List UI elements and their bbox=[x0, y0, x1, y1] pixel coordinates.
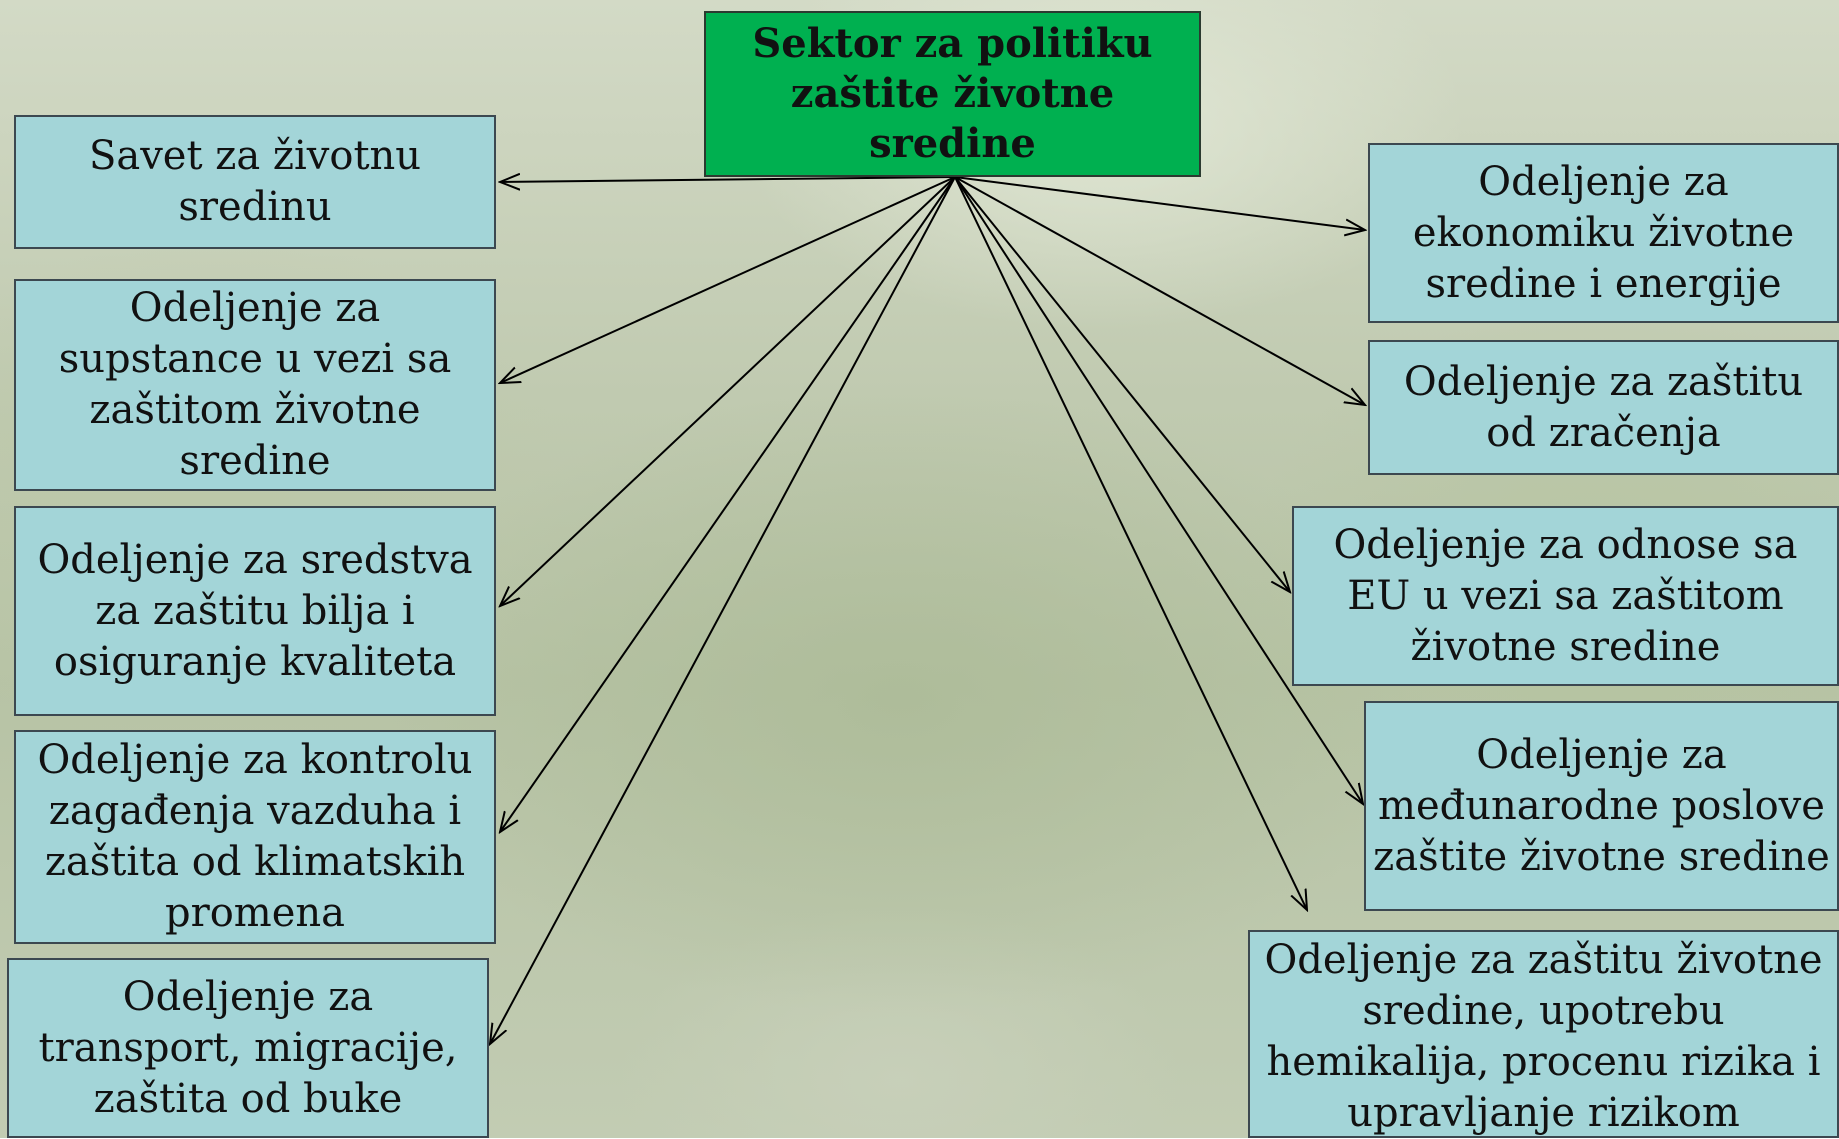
arrow-to-supstance bbox=[500, 176, 956, 383]
node-kontrola-label: Odeljenje za kontrolu zagađenja vazduha … bbox=[37, 737, 473, 936]
node-zracenje: Odeljenje za zaštitu od zračenja bbox=[1368, 340, 1839, 475]
node-eu: Odeljenje za odnose sa EU u vezi sa zašt… bbox=[1292, 506, 1839, 686]
arrow-to-sredstva bbox=[500, 176, 956, 606]
node-medjunarodni: Odeljenje za međunarodne poslove zaštite… bbox=[1364, 701, 1839, 911]
node-sredstva: Odeljenje za sredstva za zaštitu bilja i… bbox=[14, 506, 496, 716]
node-transport: Odeljenje za transport, migracije, zašti… bbox=[7, 958, 489, 1138]
node-supstance: Odeljenje za supstance u vezi sa zaštito… bbox=[14, 279, 496, 491]
node-savet: Savet za životnu sredinu bbox=[14, 115, 496, 249]
arrow-to-kontrola bbox=[500, 176, 956, 832]
sector-root-label: Sektor za politiku zaštite životne sredi… bbox=[752, 20, 1153, 167]
node-eu-label: Odeljenje za odnose sa EU u vezi sa zašt… bbox=[1333, 521, 1798, 670]
node-ekonomika-label: Odeljenje za ekonomiku životne sredine i… bbox=[1412, 158, 1795, 307]
arrow-to-ekonomika bbox=[954, 176, 1365, 230]
node-savet-label: Savet za životnu sredinu bbox=[88, 133, 422, 230]
sector-root-node: Sektor za politiku zaštite životne sredi… bbox=[704, 11, 1201, 177]
arrow-to-zracenje bbox=[954, 176, 1365, 405]
arrow-to-medjunarodni bbox=[954, 176, 1363, 804]
node-sredstva-label: Odeljenje za sredstva za zaštitu bilja i… bbox=[37, 536, 473, 685]
node-transport-label: Odeljenje za transport, migracije, zašti… bbox=[38, 973, 458, 1122]
node-supstance-label: Odeljenje za supstance u vezi sa zaštito… bbox=[58, 285, 452, 484]
node-hemikalije-label: Odeljenje za zaštitu životne sredine, up… bbox=[1264, 937, 1823, 1136]
node-zracenje-label: Odeljenje za zaštitu od zračenja bbox=[1403, 358, 1804, 456]
arrow-to-transport bbox=[490, 176, 956, 1044]
node-ekonomika: Odeljenje za ekonomiku životne sredine i… bbox=[1368, 143, 1839, 323]
arrow-to-savet bbox=[500, 177, 956, 182]
node-kontrola: Odeljenje za kontrolu zagađenja vazduha … bbox=[14, 730, 496, 944]
arrow-to-eu bbox=[954, 176, 1290, 592]
node-medjunarodni-label: Odeljenje za međunarodne poslove zaštite… bbox=[1373, 731, 1830, 880]
node-hemikalije: Odeljenje za zaštitu životne sredine, up… bbox=[1248, 930, 1839, 1138]
arrow-to-hemikalije bbox=[954, 176, 1307, 910]
